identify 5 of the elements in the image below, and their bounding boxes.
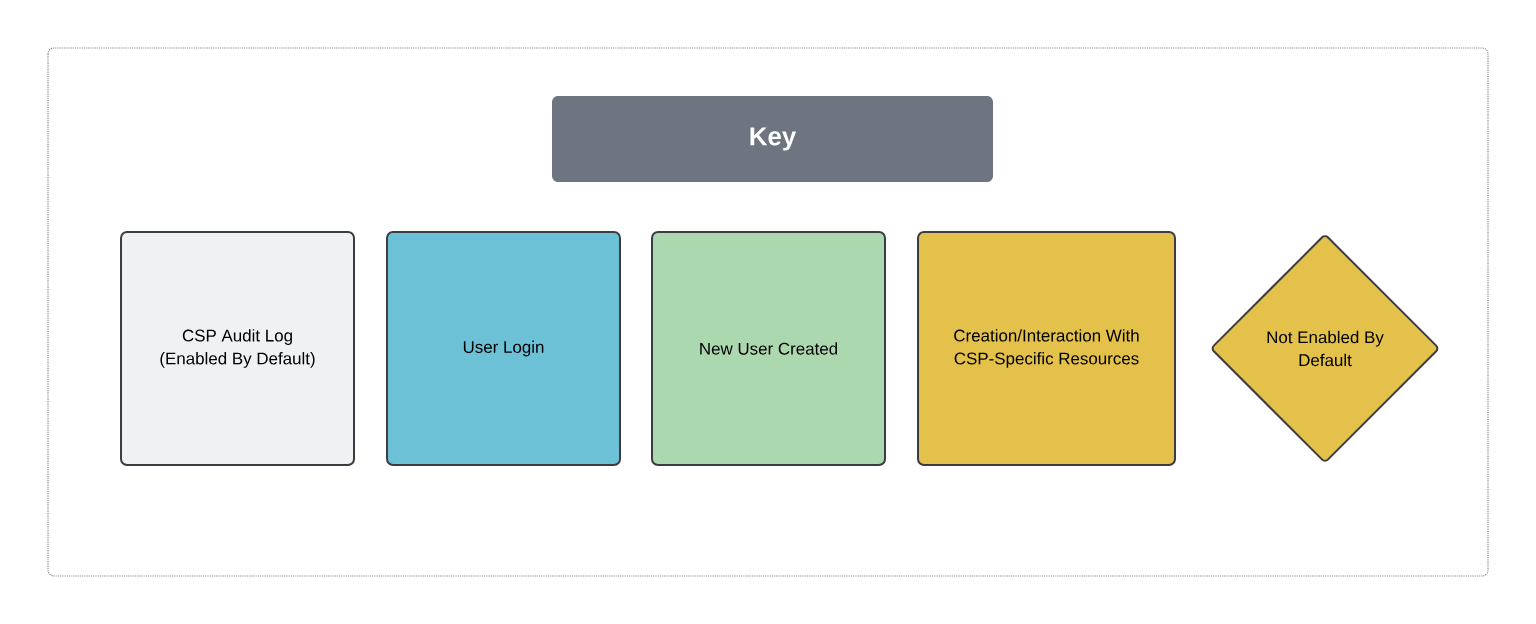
legend-box: New User Created [651,231,886,466]
legend-box: User Login [386,231,621,466]
legend-box: CSP Audit Log (Enabled By Default) [120,231,355,466]
legend-box: Creation/Interaction With CSP-Specific Resources [917,231,1176,466]
key-heading-box: Key [552,96,993,182]
